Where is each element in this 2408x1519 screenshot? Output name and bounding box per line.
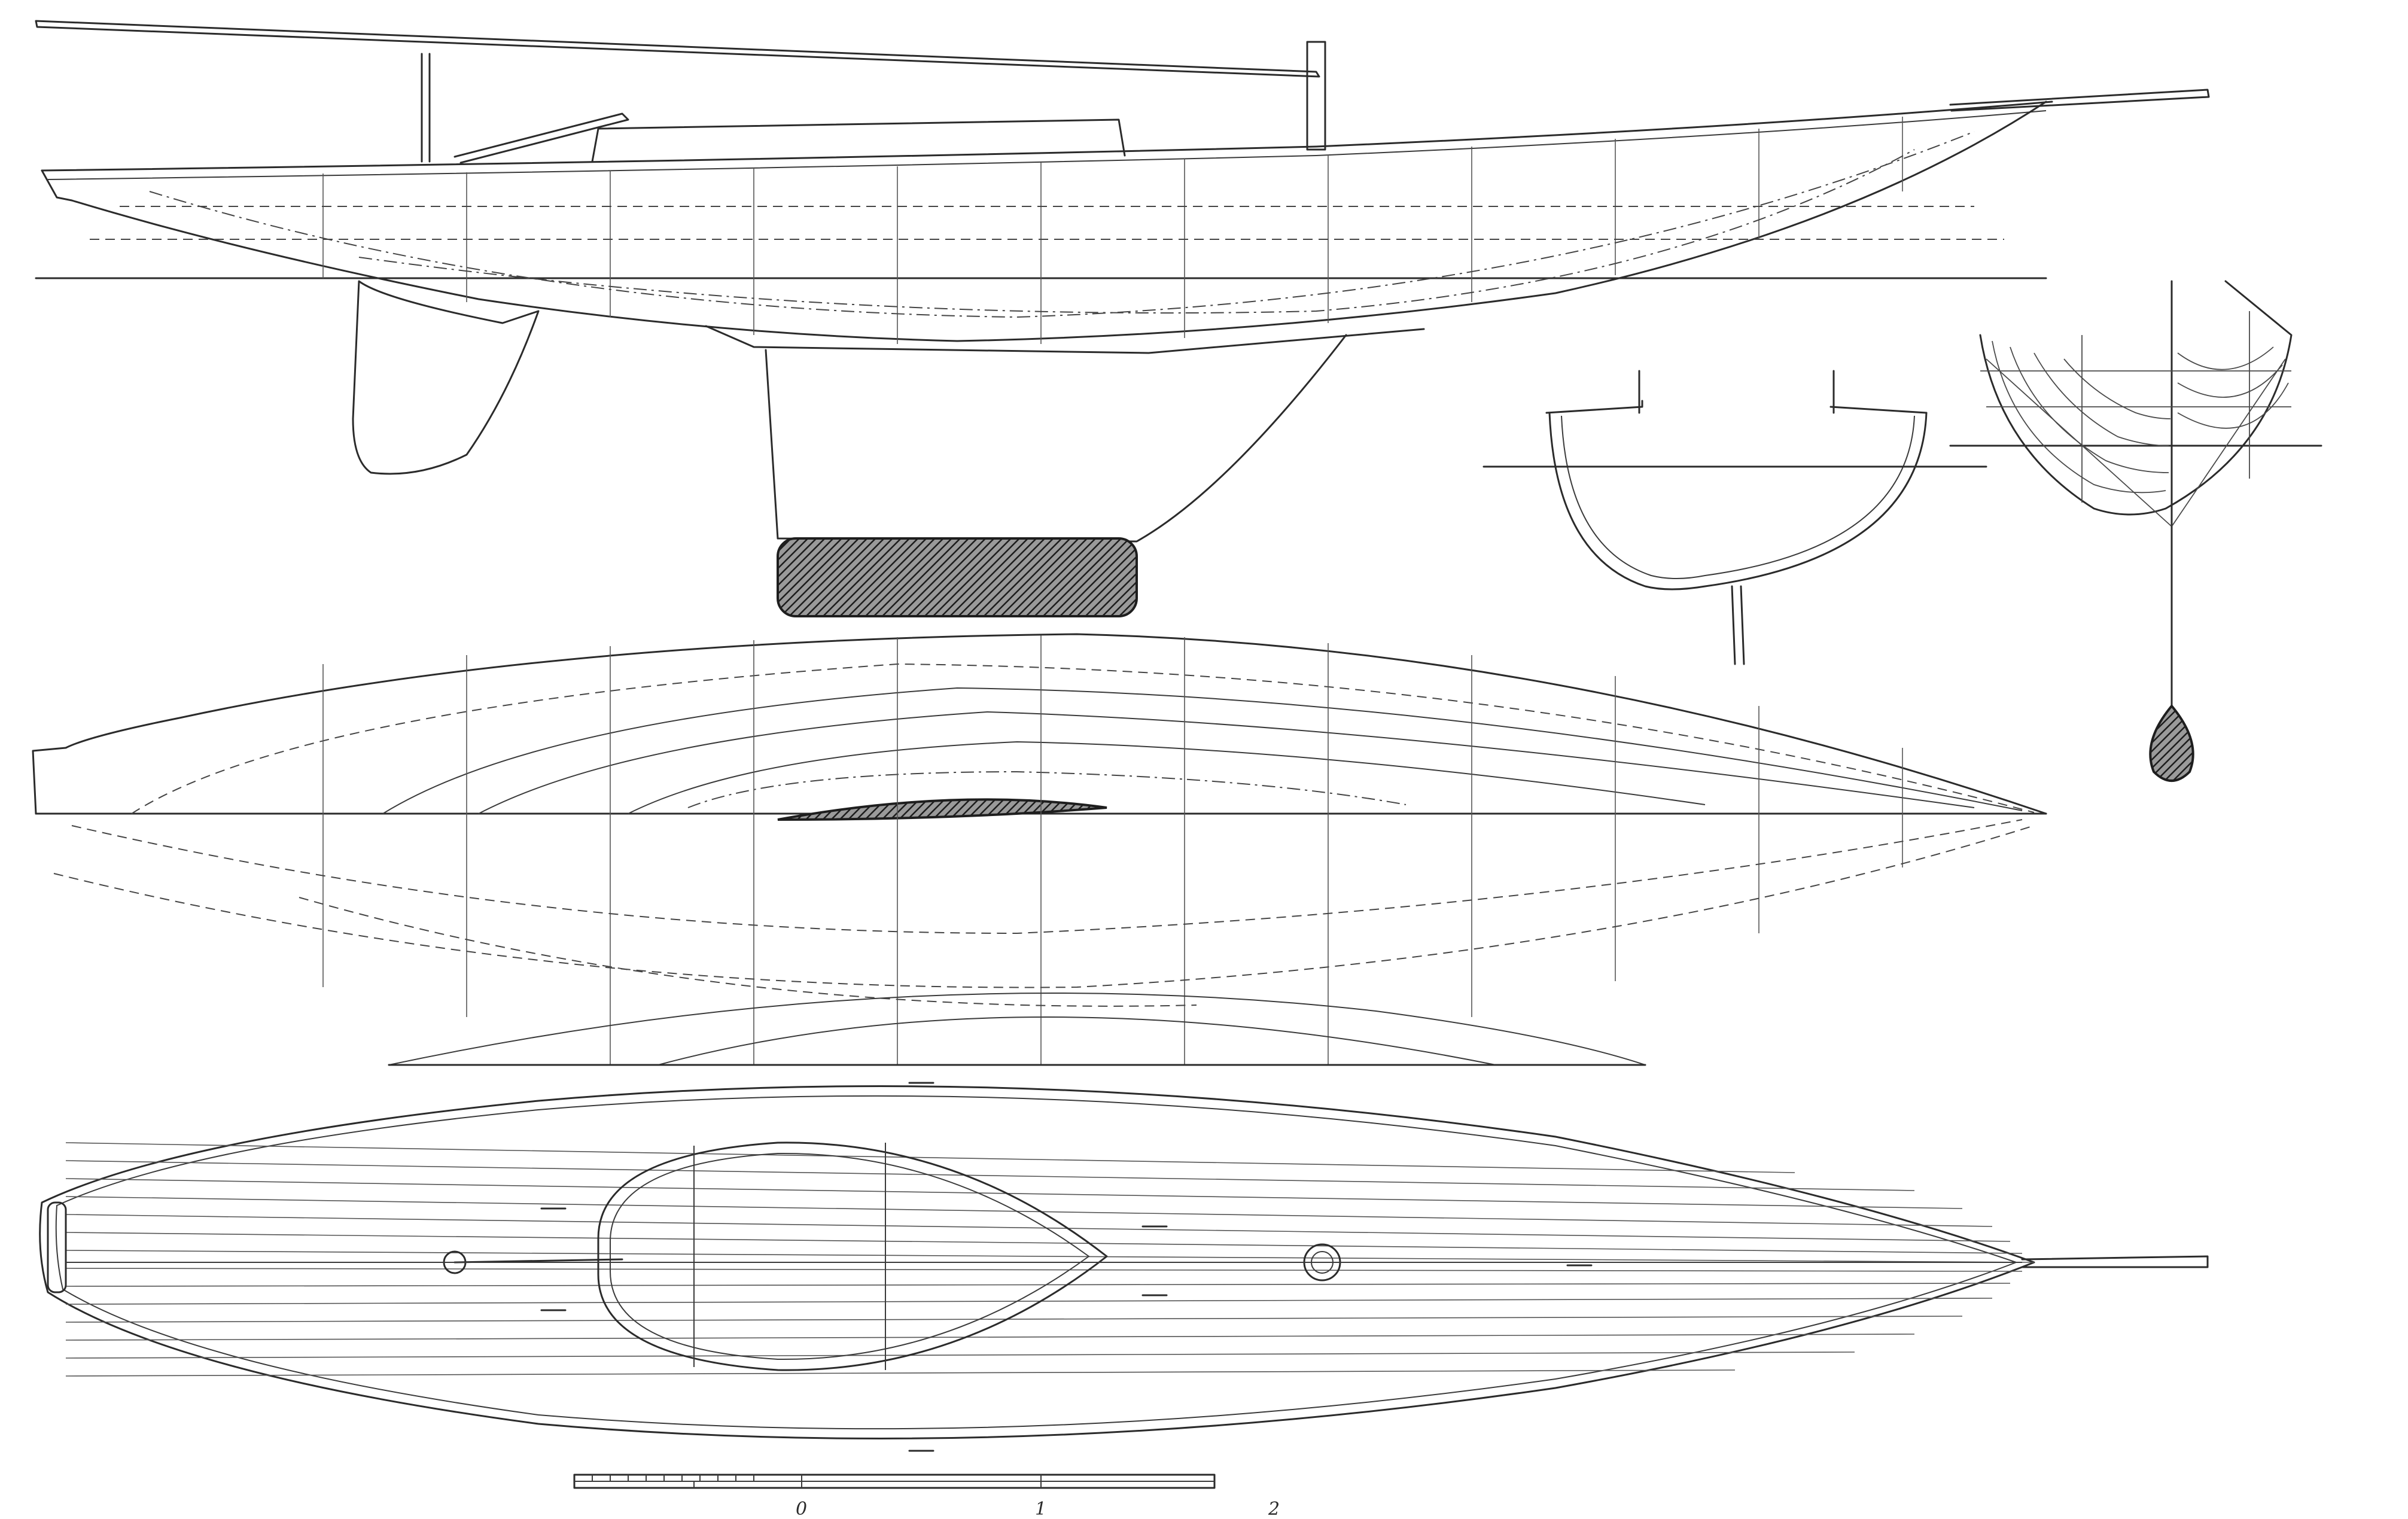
body-plan-outline xyxy=(1979,280,2293,516)
section-deck-left xyxy=(1545,400,1643,414)
body-plan-bulb xyxy=(2149,704,2194,782)
keel-line xyxy=(705,325,1425,354)
body-plan xyxy=(1949,280,2322,782)
deck-cleats xyxy=(540,1082,1593,1452)
scale-bar-subdivisions xyxy=(592,1475,1042,1488)
section-deck-right xyxy=(1829,406,1928,414)
cockpit-well xyxy=(597,1141,1108,1371)
bowsprit xyxy=(1949,89,2210,112)
mast-stub xyxy=(1306,41,1326,151)
fin-keel xyxy=(765,334,1347,543)
diagonal-line xyxy=(358,149,1915,314)
transom xyxy=(41,169,73,202)
half-breadth-stations xyxy=(322,635,1903,1065)
deck-bowsprit xyxy=(2021,1255,2209,1268)
sheer-plan xyxy=(35,20,2210,617)
half-breadth-outline xyxy=(32,633,2047,815)
half-breadth-bulb xyxy=(777,798,1107,821)
midship-section xyxy=(1482,370,1987,665)
scale-label-0: 0 xyxy=(796,1499,807,1519)
rail-line xyxy=(47,110,2047,180)
half-breadth-diagonals xyxy=(53,819,2035,1066)
deck-outline xyxy=(39,1085,2035,1439)
deck-inner-rail xyxy=(55,1095,2018,1430)
scale-label-1: 1 xyxy=(1035,1499,1046,1519)
section-keel-fin xyxy=(1731,585,1745,665)
half-breadth-waterlines xyxy=(131,663,2035,814)
scale-bar: 0 1 2 xyxy=(573,1474,1280,1519)
lead-bulb xyxy=(777,537,1138,617)
half-breadth-plan xyxy=(32,633,2047,1066)
cockpit-coaming xyxy=(591,118,1126,163)
deck-plan xyxy=(39,1082,2209,1452)
boom-post xyxy=(421,53,431,163)
deck-planking xyxy=(65,1142,2035,1377)
section-hull-outer xyxy=(1548,412,1928,590)
tiller xyxy=(453,112,629,164)
boom xyxy=(35,20,1320,78)
deck-transom xyxy=(47,1201,67,1293)
scale-label-2: 2 xyxy=(1268,1499,1280,1519)
buttock-line xyxy=(149,131,1975,318)
body-plan-sections xyxy=(1980,311,2291,527)
hull-profile xyxy=(71,101,2047,342)
rudder xyxy=(352,280,540,475)
sheer-line xyxy=(41,101,2053,172)
section-hull-inner xyxy=(1561,415,1915,579)
